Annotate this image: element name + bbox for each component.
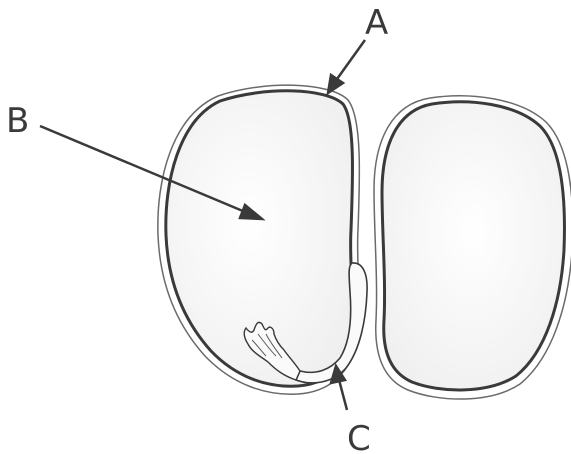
arrow-a-head <box>328 75 343 93</box>
label-b: B <box>6 101 29 141</box>
label-c: C <box>347 419 371 454</box>
cotyledon-right <box>382 102 564 390</box>
right-seed-half <box>374 96 571 399</box>
label-a: A <box>365 3 388 43</box>
